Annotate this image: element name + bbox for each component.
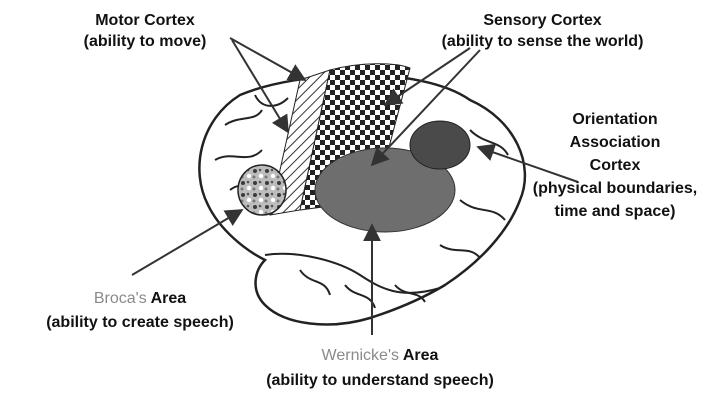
sensory-cortex-desc: (ability to sense the world) xyxy=(415,31,670,52)
orientation-line1: Orientation xyxy=(520,108,710,131)
broca-area-label: Broca's Area (ability to create speech) xyxy=(5,287,275,335)
orientation-line2: Association xyxy=(520,131,710,154)
orientation-line4: (physical boundaries, xyxy=(520,177,710,200)
wernicke-area-word: Area xyxy=(403,347,439,364)
wernicke-desc: (ability to understand speech) xyxy=(235,368,525,393)
motor-cortex-title: Motor Cortex xyxy=(55,10,235,31)
motor-cortex-desc: (ability to move) xyxy=(55,31,235,52)
motor-cortex-label: Motor Cortex (ability to move) xyxy=(55,10,235,52)
broca-area-word: Area xyxy=(151,290,187,307)
sensory-cortex-title: Sensory Cortex xyxy=(415,10,670,31)
wernicke-name: Wernicke's xyxy=(322,347,399,364)
broca-area-region xyxy=(238,165,286,215)
broca-desc: (ability to create speech) xyxy=(5,311,275,335)
orientation-cortex-label: Orientation Association Cortex (physical… xyxy=(520,108,710,223)
orientation-cortex-region xyxy=(410,121,470,169)
orientation-line5: time and space) xyxy=(520,200,710,223)
broca-name: Broca's xyxy=(94,290,147,307)
orientation-line3: Cortex xyxy=(520,154,710,177)
wernicke-area-label: Wernicke's Area (ability to understand s… xyxy=(235,343,525,393)
sensory-cortex-label: Sensory Cortex (ability to sense the wor… xyxy=(415,10,670,52)
